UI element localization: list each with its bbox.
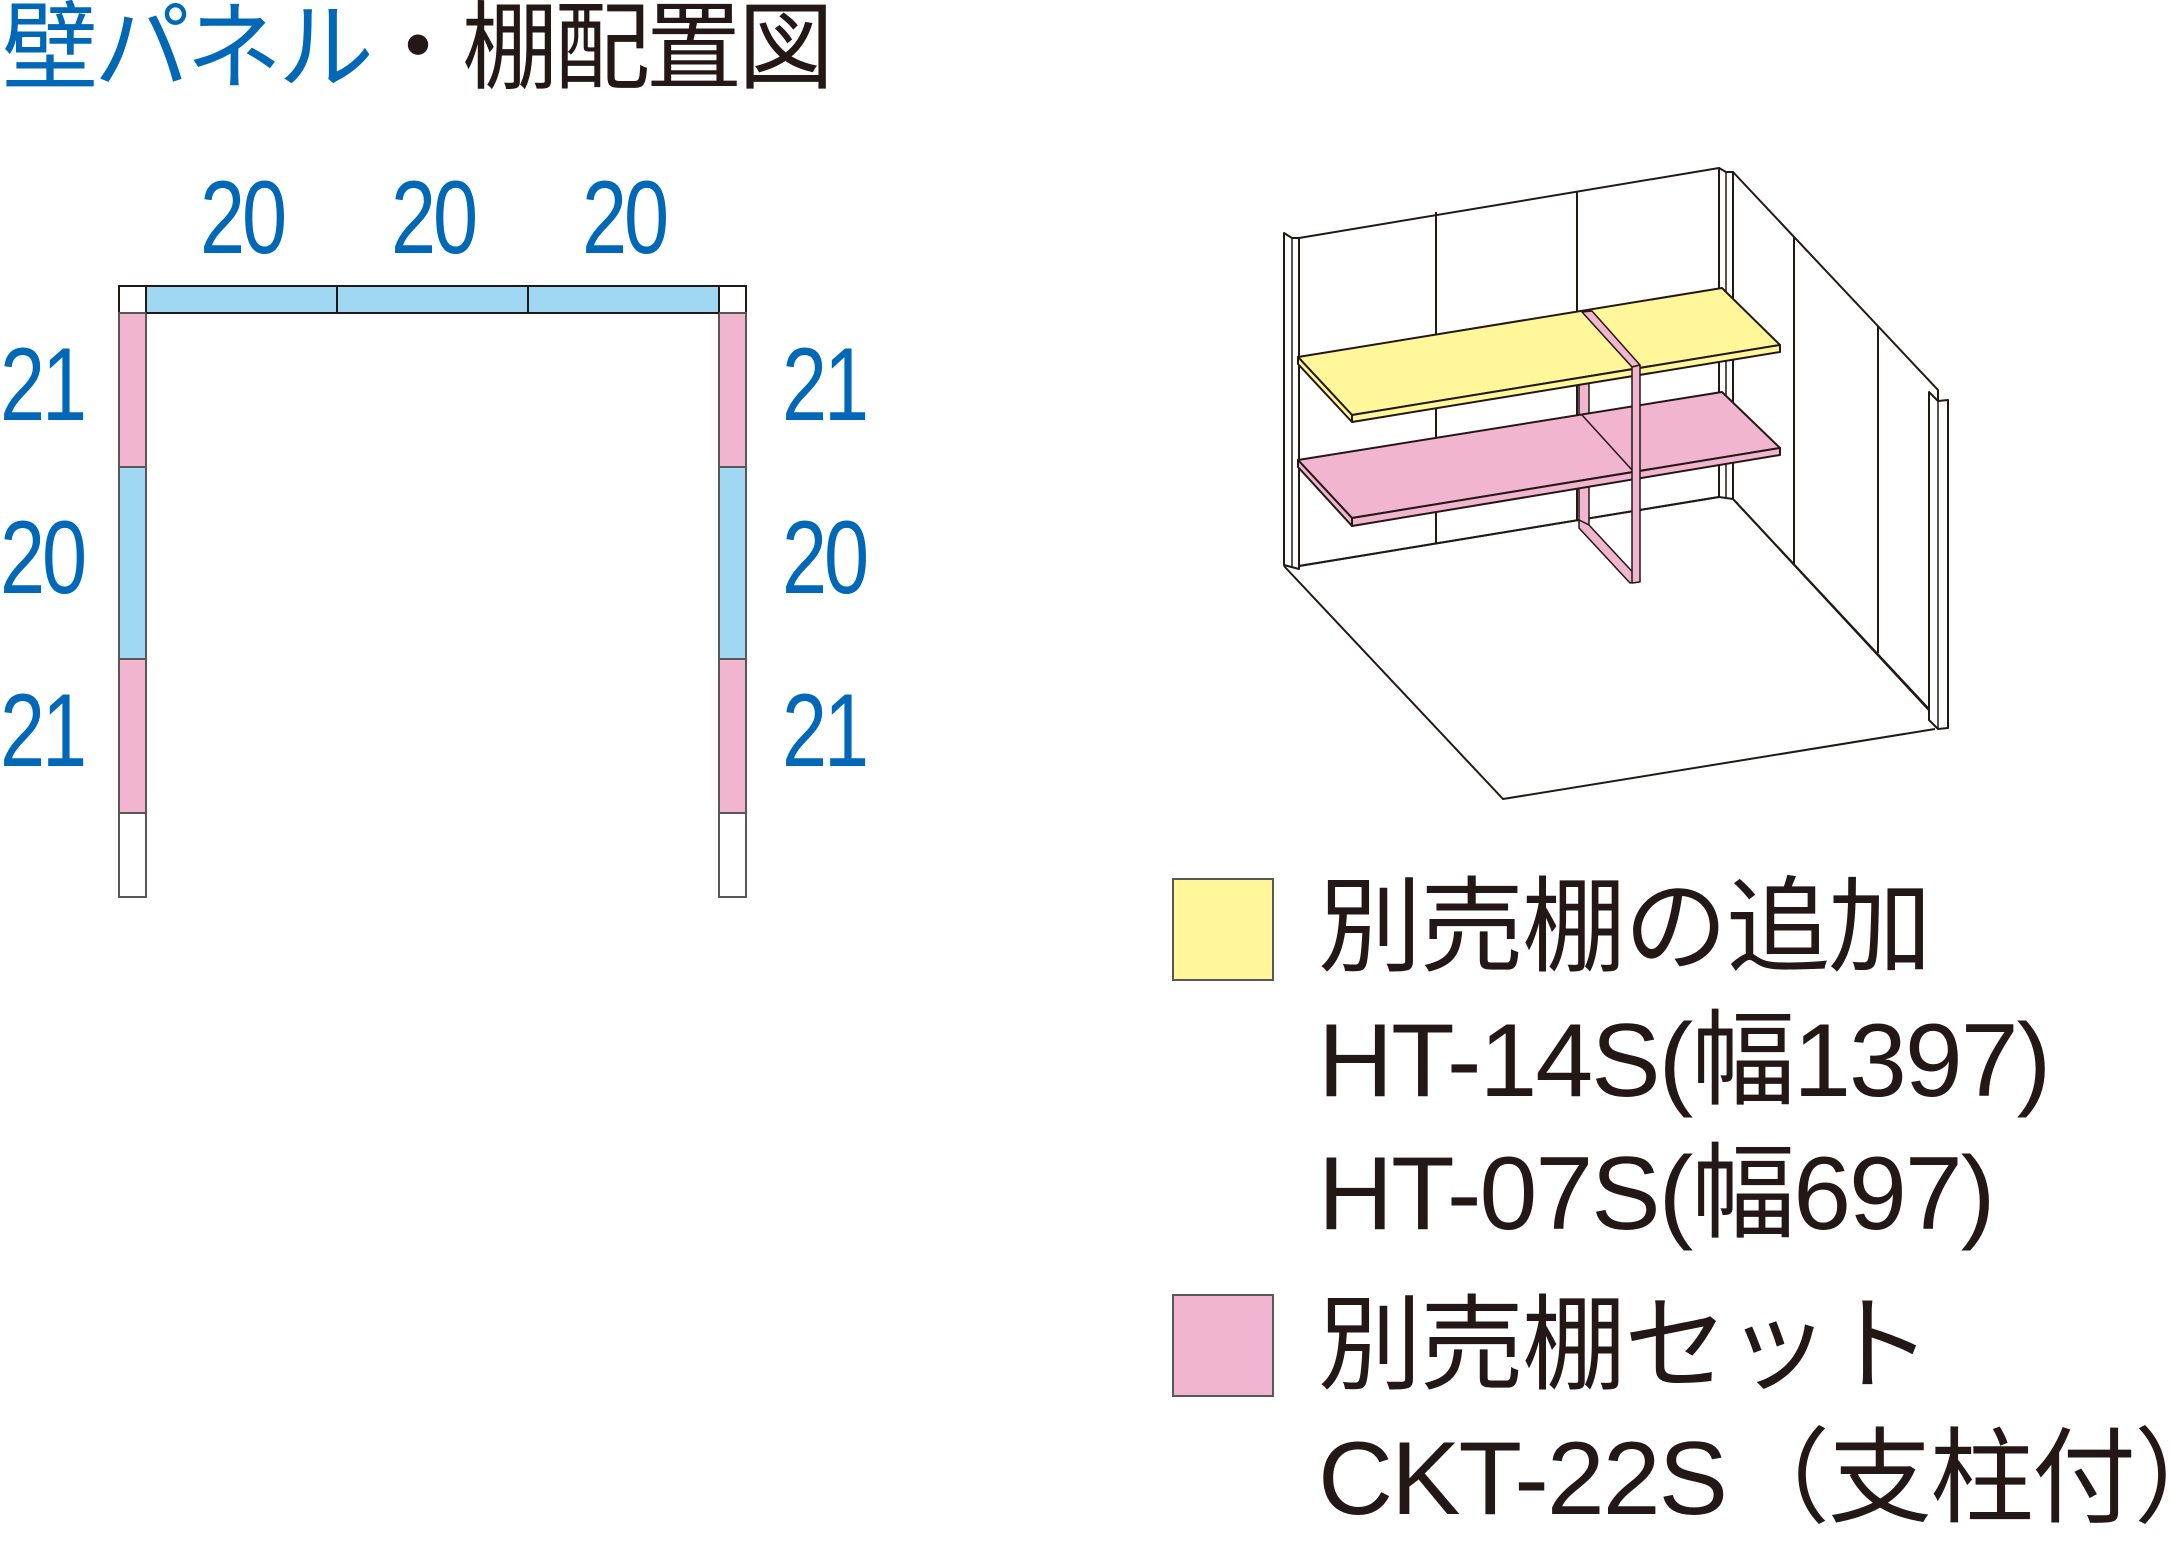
right-panel-2 — [718, 466, 747, 660]
legend-ht07s: HT-07S(幅697) — [1318, 1136, 1995, 1252]
pink-shelf-side — [1297, 459, 1353, 527]
legend-swatch-pink — [1172, 1294, 1274, 1397]
left-panel-1-label: 21 — [0, 327, 87, 443]
diagram-title: 壁パネル・棚配置図 — [2, 0, 834, 108]
left-panel-3-label: 21 — [0, 673, 87, 789]
legend-ht14s: HT-14S(幅1397) — [1318, 1003, 2051, 1119]
isometric-view — [1283, 167, 1949, 800]
left-panel-3 — [118, 658, 147, 814]
legend-item-additional-shelf: 別売棚の追加 HT-14S(幅1397) HT-07S(幅697) — [1318, 862, 2051, 1261]
title-wall-panel: 壁パネル — [2, 0, 374, 104]
title-shelf-layout: ・棚配置図 — [370, 0, 834, 104]
top-panel-2-label: 20 — [391, 160, 478, 276]
legend-ckt22s: CKT-22S（支柱付） — [1318, 1421, 2170, 1537]
right-panel-3 — [718, 658, 747, 814]
left-panel-end — [118, 812, 147, 898]
corner-post-top-left — [118, 285, 147, 314]
legend-additional-shelf-heading: 別売棚の追加 — [1318, 870, 1932, 986]
top-panel-2 — [336, 285, 529, 314]
legend-shelf-set-heading: 別売棚セット — [1318, 1288, 1932, 1404]
frame-bottom-bar — [1578, 519, 1641, 584]
right-panel-1-label: 21 — [782, 327, 869, 443]
floor-plan — [118, 285, 747, 898]
left-panel-2-label: 20 — [0, 500, 87, 616]
legend-item-shelf-set: 別売棚セット CKT-22S（支柱付） — [1318, 1280, 2170, 1546]
right-panel-2-label: 20 — [782, 500, 869, 616]
right-panel-end — [718, 812, 747, 898]
corner-post-top-right — [718, 285, 747, 314]
left-panel-1 — [118, 312, 147, 468]
right-panel-3-label: 21 — [782, 673, 869, 789]
left-panel-2 — [118, 466, 147, 660]
top-panel-1 — [145, 285, 338, 314]
yellow-shelf-side — [1297, 356, 1353, 423]
top-panel-1-label: 20 — [200, 160, 287, 276]
floor-edges — [1283, 565, 1936, 800]
legend-swatch-yellow — [1172, 878, 1274, 981]
top-panel-3-label: 20 — [582, 160, 669, 276]
right-panel-1 — [718, 312, 747, 468]
top-panel-3 — [527, 285, 720, 314]
frame-front-post — [1631, 364, 1641, 584]
